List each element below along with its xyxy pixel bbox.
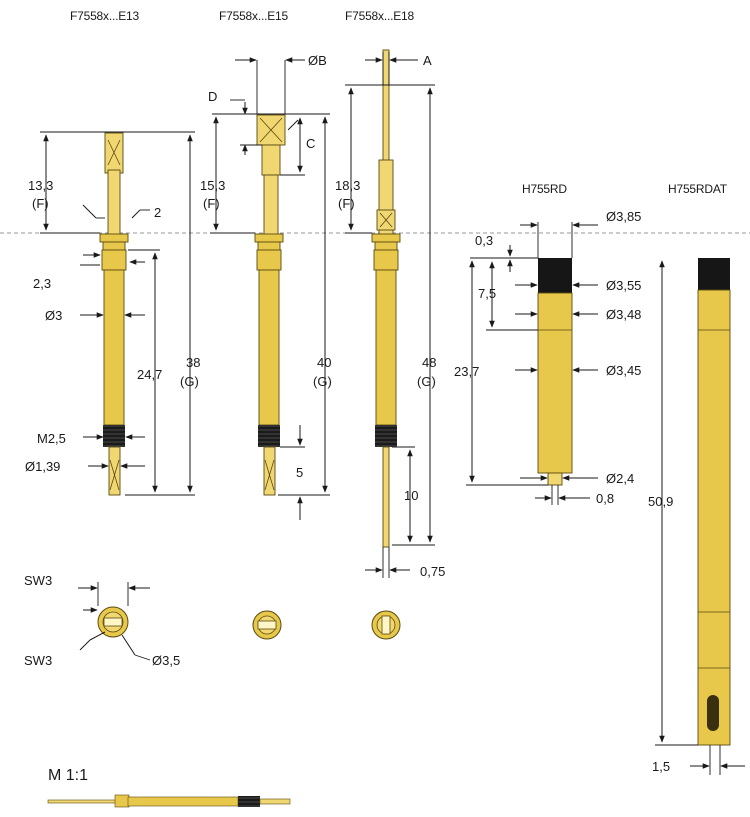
e13-dim-dia: Ø3 [45,308,62,323]
end-view-e18 [371,610,401,640]
e15-dim-d: D [208,89,217,104]
probe-e15 [254,114,286,496]
e18-needle [382,49,390,166]
scale-label: M 1:1 [48,767,88,784]
end-view-dia: Ø3,5 [152,653,180,668]
end-view-e15 [252,610,282,640]
e15-barrel [258,269,280,426]
e13-dim-f-paren: (F) [32,196,49,211]
e13-plunger [107,169,121,241]
h755rdat-slot [707,695,719,731]
e13-thread [103,425,125,447]
h755rd-dim-24: Ø2,4 [606,471,634,486]
h755rd-dim-355: Ø3,55 [606,278,641,293]
receptacle-h755rd [537,258,573,486]
e15-tip [263,446,276,496]
e13-dim-thread: M2,5 [37,431,66,446]
e13-barrel [103,269,125,426]
e15-plunger [263,174,279,241]
e15-dim-f-paren: (F) [203,196,220,211]
e18-barrel [375,269,397,426]
end-view-sw-bottom: SW3 [24,653,52,668]
e15-dim-b: ØB [308,53,327,68]
h755rdat-dimensions: 50,9 1,5 [648,260,745,775]
probe-e13 [99,132,129,496]
receptacle-h755rdat [697,258,731,746]
h755rd-dim-345: Ø3,45 [606,363,641,378]
h755rd-dim-03: 0,3 [475,233,493,248]
e15-dim-c: C [306,136,315,151]
end-view-e13: SW3 SW3 Ø3,5 [24,573,180,668]
e18-collar [371,233,401,243]
h755rdat-body [697,289,731,746]
e15-dim-total: 40 [317,355,331,370]
e13-dim-top-collar: 2 [154,205,161,220]
h755rd-dim-75: 7,5 [478,286,496,301]
e13-tip [108,446,121,496]
e13-dim-total-paren: (G) [180,374,199,389]
h755rd-dim-08: 0,8 [596,491,614,506]
h755rd-dim-237: 23,7 [454,364,479,379]
header-e15: F7558x...E15 [219,9,289,23]
e13-dim-len: 24,7 [137,367,162,382]
e18-dim-f-paren: (F) [338,196,355,211]
e13-dim-f: 13,3 [28,178,53,193]
e13-dim-tip-dia: Ø1,39 [25,459,60,474]
e18-dim-total: 48 [422,355,436,370]
h755rdat-top-band [698,258,730,290]
e18-dim-a: A [423,53,432,68]
e18-dimensions: A 18,3 (F) 48 (G) 10 0,75 [335,52,445,579]
e18-dim-tip-dia: 0,75 [420,564,445,579]
e15-dim-total-paren: (G) [313,374,332,389]
scale-probe [47,794,291,808]
e13-collar [99,233,129,243]
e18-tip [382,446,390,548]
header-e18: F7558x...E18 [345,9,415,23]
h755rd-dim-348: Ø3,48 [606,307,641,322]
e18-dim-total-paren: (G) [417,374,436,389]
header-e13: F7558x...E13 [70,9,140,23]
h755rd-tail [547,472,563,486]
e13-dimensions: 13,3 (F) 2 2,3 Ø3 24,7 38 (G) M2,5 Ø1,39 [25,131,200,496]
h755rd-top-band [538,258,572,293]
h755rdat-dim-tip: 1,5 [652,759,670,774]
h755rd-body [537,292,573,474]
h755rd-dimensions: Ø3,85 0,3 Ø3,55 7,5 Ø3,48 23,7 Ø3,45 Ø2,… [454,209,641,506]
e13-dim-total: 38 [186,355,200,370]
e13-dim-collar: 2,3 [33,276,51,291]
e15-dim-f: 15,3 [200,178,225,193]
header-h755rdat: H755RDAT [668,182,728,196]
e15-collar [254,233,284,243]
e15-dim-tip: 5 [296,465,303,480]
h755rd-dim-385: Ø3,85 [606,209,641,224]
e18-dim-tip: 10 [404,488,418,503]
e18-dim-f: 18,3 [335,178,360,193]
probe-e18 [371,49,401,548]
header-h755rd: H755RD [522,182,567,196]
e15-thread [258,425,280,447]
e15-dimensions: D ØB C 15,3 (F) 40 (G) 5 [200,53,332,520]
end-view-sw-top: SW3 [24,573,52,588]
h755rdat-dim-len: 50,9 [648,494,673,509]
e18-thread [375,425,397,447]
